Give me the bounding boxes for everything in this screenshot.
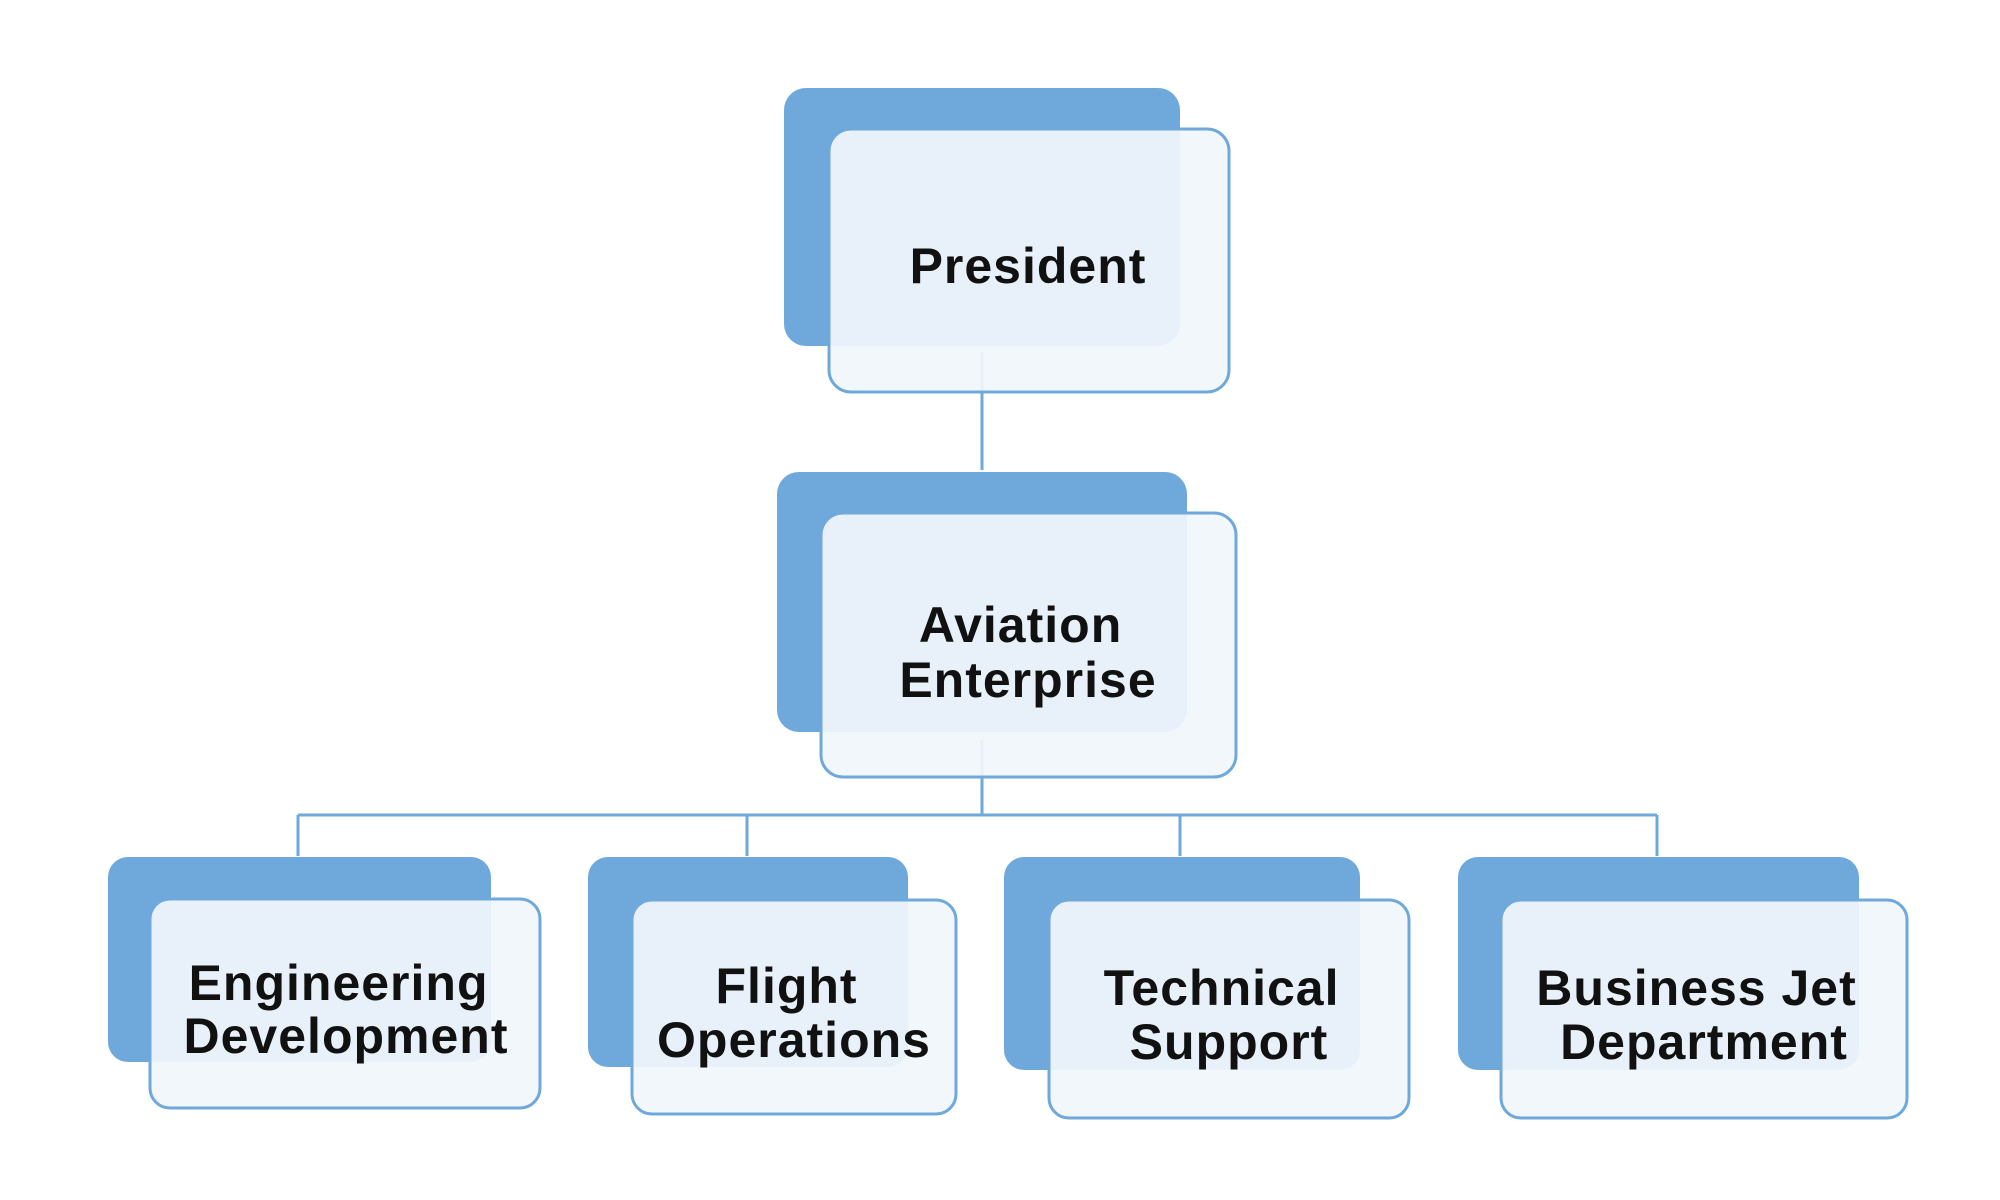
node-aviation-label: Aviation Enterprise bbox=[899, 597, 1156, 708]
node-technical-support: Technical Support bbox=[1004, 857, 1411, 1120]
node-business-jet-label: Business Jet Department bbox=[1536, 960, 1871, 1070]
node-business-jet-card bbox=[1499, 898, 1909, 1120]
node-engineering-development: Engineering Development bbox=[108, 857, 542, 1110]
node-aviation-card bbox=[819, 511, 1238, 779]
node-engineering-card bbox=[148, 897, 542, 1110]
node-business-jet-label-line-2: Department bbox=[1560, 1014, 1848, 1070]
node-business-jet-department: Business Jet Department bbox=[1458, 857, 1909, 1120]
node-flight-ops-label-line-2: Operations bbox=[657, 1012, 931, 1068]
node-technical-support-label: Technical Support bbox=[1104, 960, 1355, 1070]
node-engineering-label-line-2: Development bbox=[184, 1008, 509, 1064]
node-president-card bbox=[827, 127, 1231, 394]
node-technical-support-card bbox=[1047, 898, 1411, 1120]
node-flight-ops-label-line-1: Flight bbox=[716, 958, 858, 1014]
node-president: President bbox=[784, 88, 1231, 394]
node-engineering-label-line-1: Engineering bbox=[189, 955, 489, 1011]
node-flight-operations: Flight Operations bbox=[588, 857, 958, 1116]
node-aviation-enterprise: Aviation Enterprise bbox=[777, 472, 1238, 779]
node-aviation-label-line-2: Enterprise bbox=[899, 652, 1156, 708]
node-aviation-label-line-1: Aviation bbox=[919, 597, 1122, 653]
node-business-jet-label-line-1: Business Jet bbox=[1536, 960, 1856, 1016]
node-engineering-label: Engineering Development bbox=[184, 955, 509, 1064]
node-technical-support-label-line-2: Support bbox=[1130, 1014, 1329, 1070]
node-flight-ops-card bbox=[630, 898, 958, 1116]
node-flight-ops-label: Flight Operations bbox=[657, 958, 931, 1068]
node-president-label: President bbox=[910, 238, 1147, 294]
node-technical-support-label-line-1: Technical bbox=[1104, 960, 1340, 1016]
